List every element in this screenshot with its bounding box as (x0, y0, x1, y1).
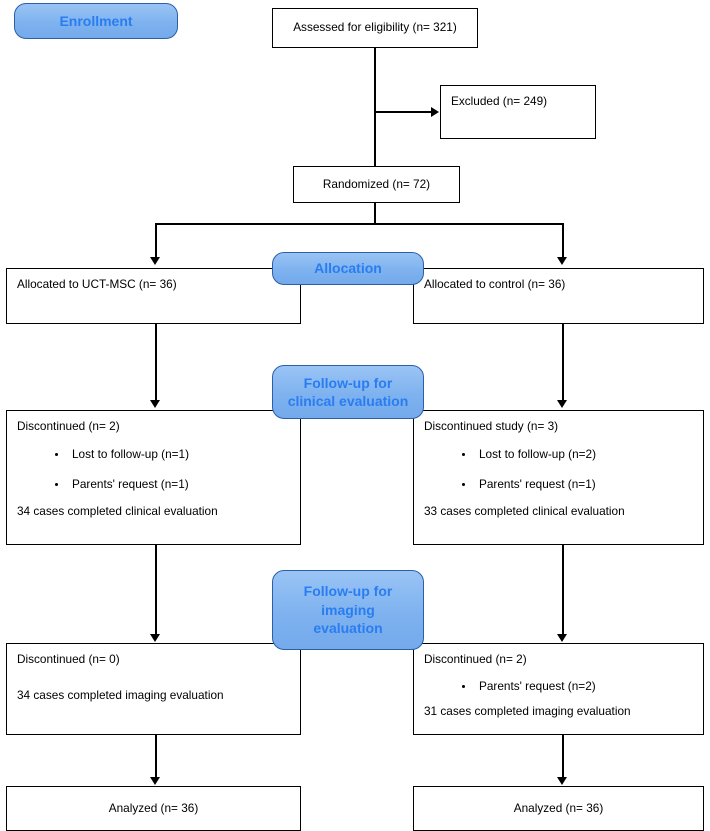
followup-clinical-left-bullets: Lost to follow-up (n=1) Parents' request… (17, 447, 290, 493)
stage-badge-enrollment: Enrollment (14, 3, 178, 39)
followup-imaging-left-summary: 34 cases completed imaging evaluation (17, 687, 224, 702)
box-followup-imaging-right: Discontinued (n= 2) Parents' request (n=… (413, 643, 704, 735)
connector-randomized-trunk (374, 202, 376, 224)
list-item: Parents' request (n=2) (424, 679, 693, 695)
allocated-right-text: Allocated to control (n= 36) (424, 277, 566, 291)
connector-imaging-left-down (155, 735, 157, 778)
arrow-clinical-right (557, 400, 567, 408)
followup-imaging-right-summary: 31 cases completed imaging evaluation (424, 703, 631, 718)
stage-badge-followup-imaging-label: Follow-up for imaging evaluation (304, 582, 393, 637)
followup-clinical-right-bullets: Lost to follow-up (n=2) Parents' request… (424, 447, 693, 493)
followup-clinical-right-heading: Discontinued study (n= 3) (424, 419, 559, 433)
box-followup-clinical-left: Discontinued (n= 2) Lost to follow-up (n… (6, 410, 301, 545)
analyzed-right-text: Analyzed (n= 36) (513, 800, 604, 815)
arrow-allocation-left (150, 257, 160, 265)
box-followup-clinical-right: Discontinued study (n= 3) Lost to follow… (413, 410, 704, 545)
connector-clinical-right-down (562, 545, 564, 635)
connector-split-left (155, 223, 157, 257)
connector-to-excluded (374, 111, 432, 113)
followup-imaging-line-2: imaging (321, 601, 375, 618)
analyzed-left-text: Analyzed (n= 36) (108, 800, 199, 815)
box-followup-imaging-left: Discontinued (n= 0) 34 cases completed i… (6, 643, 301, 735)
allocated-left-text: Allocated to UCT-MSC (n= 36) (17, 277, 177, 291)
excluded-text: Excluded (n= 249) (451, 94, 548, 108)
followup-imaging-right-bullets: Parents' request (n=2) (424, 679, 693, 695)
arrow-imaging-right (557, 634, 567, 642)
arrow-to-excluded (431, 107, 439, 117)
box-randomized: Randomized (n= 72) (293, 166, 460, 203)
randomized-text: Randomized (n= 72) (322, 176, 431, 191)
arrow-clinical-left (150, 400, 160, 408)
stage-badge-followup-clinical-label: Follow-up for clinical evaluation (288, 374, 409, 411)
list-item: Lost to follow-up (n=1) (17, 447, 290, 463)
box-assessed-for-eligibility: Assessed for eligibility (n= 321) (272, 8, 478, 48)
box-excluded: Excluded (n= 249) (440, 85, 596, 139)
connector-imaging-right-down (562, 735, 564, 778)
connector-clinical-left-down (155, 545, 157, 635)
stage-badge-followup-clinical: Follow-up for clinical evaluation (272, 365, 424, 419)
connector-alloc-right-down (562, 323, 564, 401)
stage-badge-allocation-label: Allocation (314, 260, 382, 277)
connector-assessed-to-randomized (374, 47, 376, 166)
followup-imaging-right-heading: Discontinued (n= 2) (424, 652, 527, 666)
followup-clinical-left-heading: Discontinued (n= 2) (17, 419, 120, 433)
assessed-for-eligibility-text: Assessed for eligibility (n= 321) (293, 20, 457, 35)
stage-badge-enrollment-label: Enrollment (59, 12, 133, 29)
arrow-analyzed-left (150, 777, 160, 785)
followup-clinical-line-2: clinical evaluation (287, 393, 409, 409)
arrow-allocation-right (557, 257, 567, 265)
box-analyzed-left: Analyzed (n= 36) (6, 786, 301, 831)
followup-clinical-right-summary: 33 cases completed clinical evaluation (424, 503, 625, 518)
followup-clinical-line-1: Follow-up for (303, 374, 393, 391)
arrow-analyzed-right (557, 777, 567, 785)
stage-badge-allocation: Allocation (272, 252, 424, 285)
followup-imaging-line-3: evaluation (313, 620, 383, 637)
connector-alloc-left-down (155, 323, 157, 401)
list-item: Lost to follow-up (n=2) (424, 447, 693, 463)
followup-clinical-left-summary: 34 cases completed clinical evaluation (17, 503, 218, 518)
followup-imaging-left-heading: Discontinued (n= 0) (17, 652, 120, 666)
box-allocated-left: Allocated to UCT-MSC (n= 36) (6, 268, 301, 324)
box-analyzed-right: Analyzed (n= 36) (413, 786, 704, 831)
connector-split-right (562, 223, 564, 257)
box-allocated-right: Allocated to control (n= 36) (413, 268, 704, 324)
followup-imaging-line-1: Follow-up for (303, 583, 393, 600)
stage-badge-followup-imaging: Follow-up for imaging evaluation (272, 570, 424, 650)
list-item: Parents' request (n=1) (17, 477, 290, 493)
arrow-imaging-left (150, 634, 160, 642)
list-item: Parents' request (n=1) (424, 477, 693, 493)
connector-split-horizontal (155, 223, 563, 225)
